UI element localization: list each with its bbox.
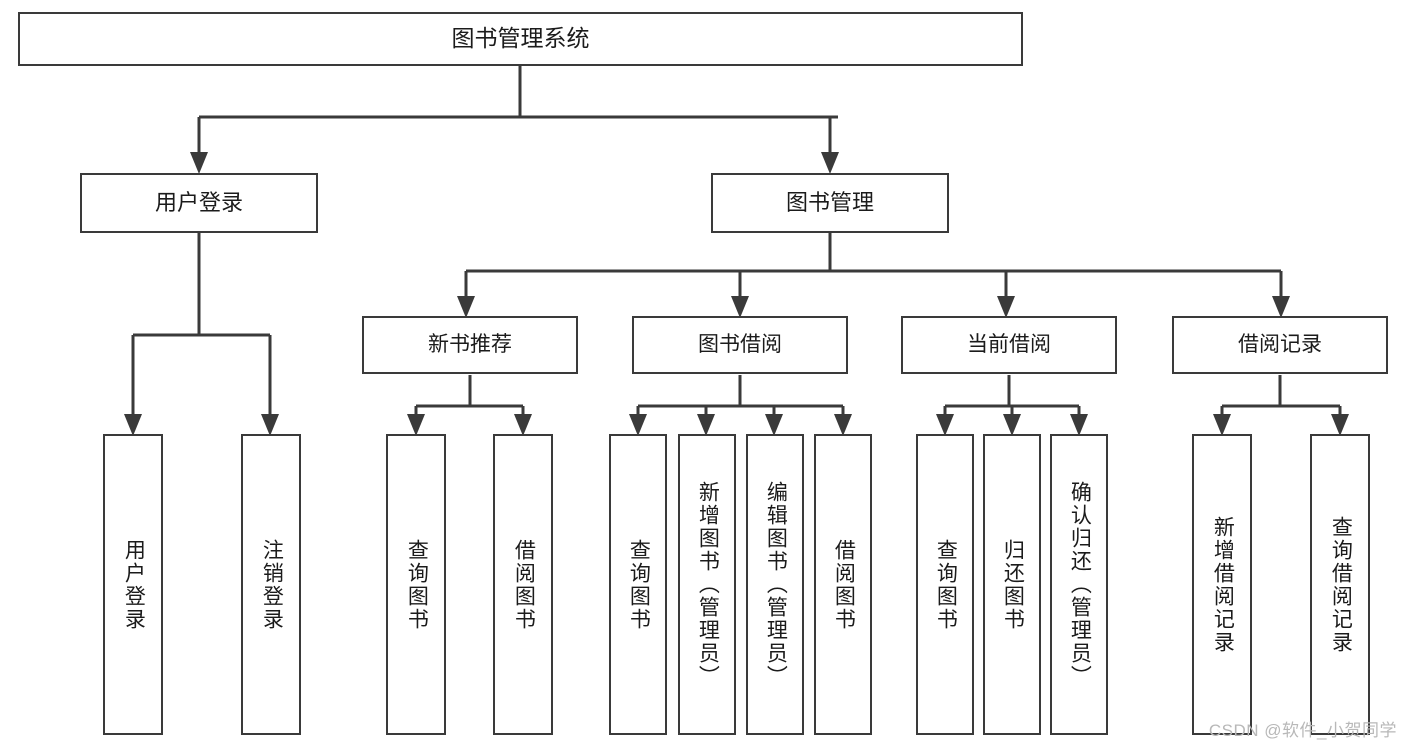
node-root-label: 图书管理系统 (451, 25, 590, 52)
arrow-leaf-currentborrow-2 (1003, 414, 1021, 436)
leaf-label: 借阅图书 (512, 538, 536, 631)
node-user-login[interactable]: 用户登录 (80, 173, 318, 233)
leaf-label: 查询图书 (405, 538, 429, 631)
leaf-new-book-borrow[interactable]: 借阅图书 (493, 434, 553, 735)
leaf-current-borrow-query[interactable]: 查询图书 (916, 434, 974, 735)
leaf-label: 注销登录 (260, 538, 284, 631)
leaf-label: 新增借阅记录 (1211, 515, 1235, 654)
node-new-book-recommend-label: 新书推荐 (428, 332, 512, 356)
leaf-borrow-record-add[interactable]: 新增借阅记录 (1192, 434, 1252, 735)
leaf-book-borrow-query[interactable]: 查询图书 (609, 434, 667, 735)
leaf-book-borrow-borrow[interactable]: 借阅图书 (814, 434, 872, 735)
leaf-user-login-login[interactable]: 用户登录 (103, 434, 163, 735)
leaf-user-login-logout[interactable]: 注销登录 (241, 434, 301, 735)
arrow-leaf-bookborrow-1 (629, 414, 647, 436)
node-current-borrow-label: 当前借阅 (967, 332, 1051, 356)
arrow-leaf-bookborrow-4 (834, 414, 852, 436)
node-current-borrow[interactable]: 当前借阅 (901, 316, 1117, 374)
node-borrow-record-label: 借阅记录 (1238, 332, 1322, 356)
leaf-label: 确认归还（管理员） (1068, 481, 1092, 688)
leaf-label: 借阅图书 (832, 538, 856, 631)
leaf-borrow-record-query[interactable]: 查询借阅记录 (1310, 434, 1370, 735)
leaf-new-book-query[interactable]: 查询图书 (386, 434, 446, 735)
leaf-current-borrow-confirm-return[interactable]: 确认归还（管理员） (1050, 434, 1108, 735)
node-borrow-record[interactable]: 借阅记录 (1172, 316, 1388, 374)
watermark: CSDN @软件_小贺同学 (1208, 721, 1397, 740)
node-root[interactable]: 图书管理系统 (18, 12, 1023, 66)
arrow-leaf-bookborrow-2 (697, 414, 715, 436)
arrow-leaf-userlogin-1 (124, 414, 142, 436)
arrow-leaf-borrowrecord-1 (1213, 414, 1231, 436)
arrow-currentborrow (997, 296, 1015, 318)
leaf-label: 新增图书（管理员） (696, 481, 720, 688)
arrow-leaf-currentborrow-3 (1070, 414, 1088, 436)
arrow-leaf-newbook-2 (514, 414, 532, 436)
arrow-leaf-bookborrow-3 (765, 414, 783, 436)
node-book-management[interactable]: 图书管理 (711, 173, 949, 233)
arrow-leaf-newbook-1 (407, 414, 425, 436)
arrow-userlogin (190, 152, 208, 174)
node-new-book-recommend[interactable]: 新书推荐 (362, 316, 578, 374)
arrow-leaf-borrowrecord-2 (1331, 414, 1349, 436)
node-book-management-label: 图书管理 (785, 190, 874, 216)
arrow-borrowrecord (1272, 296, 1290, 318)
arrow-newbook (457, 296, 475, 318)
arrow-bookmgmt (821, 152, 839, 174)
leaf-book-borrow-add[interactable]: 新增图书（管理员） (678, 434, 736, 735)
leaf-current-borrow-return[interactable]: 归还图书 (983, 434, 1041, 735)
leaf-book-borrow-edit[interactable]: 编辑图书（管理员） (746, 434, 804, 735)
leaf-label: 用户登录 (122, 538, 146, 631)
arrow-bookborrow (731, 296, 749, 318)
node-book-borrow[interactable]: 图书借阅 (632, 316, 848, 374)
leaf-label: 查询图书 (627, 538, 651, 631)
node-book-borrow-label: 图书借阅 (698, 332, 782, 356)
arrow-leaf-currentborrow-1 (936, 414, 954, 436)
leaf-label: 归还图书 (1001, 538, 1025, 631)
leaf-label: 编辑图书（管理员） (764, 481, 788, 688)
arrow-leaf-userlogin-2 (261, 414, 279, 436)
leaf-label: 查询借阅记录 (1329, 515, 1353, 654)
node-user-login-label: 用户登录 (154, 190, 243, 216)
leaf-label: 查询图书 (934, 538, 958, 631)
